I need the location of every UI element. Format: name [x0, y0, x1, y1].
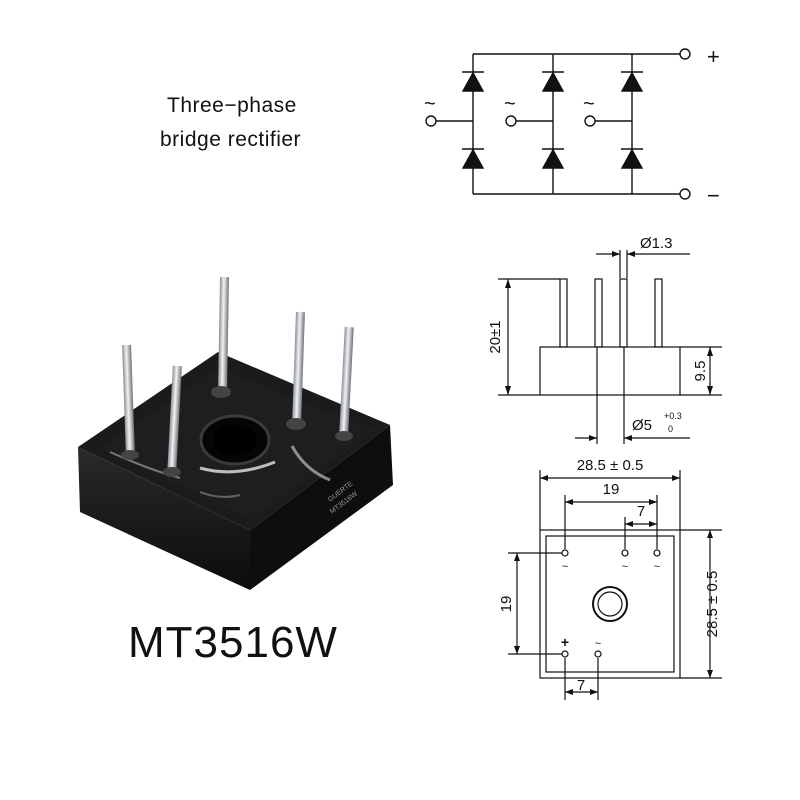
- pin-diameter-label: Ø1.3: [640, 235, 673, 252]
- pin-pitch-bottom-label: 7: [577, 677, 585, 694]
- pin-pitch-top-label: 7: [637, 503, 645, 520]
- diode-upper-2: [541, 71, 565, 92]
- pin-mark-ac-4: ~: [595, 638, 601, 650]
- model-number: MT3516W: [128, 618, 338, 667]
- ac-symbol-1: ~: [424, 93, 436, 115]
- vertical-span-label: 19: [498, 596, 515, 613]
- top-pin-5: [594, 650, 602, 658]
- ac-symbol-3: ~: [583, 93, 595, 115]
- hole-diameter-label: Ø5: [632, 417, 652, 434]
- diode-upper-1: [461, 71, 485, 92]
- top-mounting-hole: [592, 586, 628, 622]
- ac-symbol-2: ~: [504, 93, 516, 115]
- package-pins: [121, 276, 354, 477]
- side-pin-4: [654, 278, 663, 348]
- diode-upper-3: [620, 71, 644, 92]
- top-height-label: 28.5 ± 0.5: [704, 571, 721, 638]
- side-pin-3: [619, 278, 628, 348]
- positive-label: +: [707, 44, 720, 69]
- diode-lower-2: [541, 148, 565, 169]
- description-line-2: bridge rectifier: [160, 128, 302, 151]
- top-pin-1: [561, 549, 569, 557]
- hole-tolerance-lower: 0: [668, 424, 673, 434]
- package-left-face: [78, 447, 250, 590]
- negative-terminal: [679, 188, 691, 200]
- top-pin-4: [561, 650, 569, 658]
- body-height-label: 9.5: [692, 361, 709, 382]
- side-pin-2: [594, 278, 603, 348]
- diode-lower-1: [461, 148, 485, 169]
- pin-mark-ac-1: ~: [562, 561, 568, 573]
- pin-mark-ac-2: ~: [622, 561, 628, 573]
- package-right-face: [250, 425, 393, 590]
- negative-label: −: [707, 183, 720, 208]
- diode-lower-3: [620, 148, 644, 169]
- side-pin-1: [559, 278, 568, 348]
- pin-mark-plus: +: [561, 634, 569, 650]
- height-label: 20±1: [487, 320, 504, 353]
- hole-tolerance-upper: +0.3: [664, 411, 682, 421]
- top-pin-3: [653, 549, 661, 557]
- top-body-outline: [539, 529, 681, 679]
- top-width-label: 28.5 ± 0.5: [577, 457, 644, 474]
- top-pin-2: [621, 549, 629, 557]
- description-line-1: Three−phase: [167, 94, 297, 117]
- positive-terminal: [679, 48, 691, 60]
- pin-span-label: 19: [603, 481, 620, 498]
- pin-mark-ac-3: ~: [654, 561, 660, 573]
- side-body: [539, 346, 681, 396]
